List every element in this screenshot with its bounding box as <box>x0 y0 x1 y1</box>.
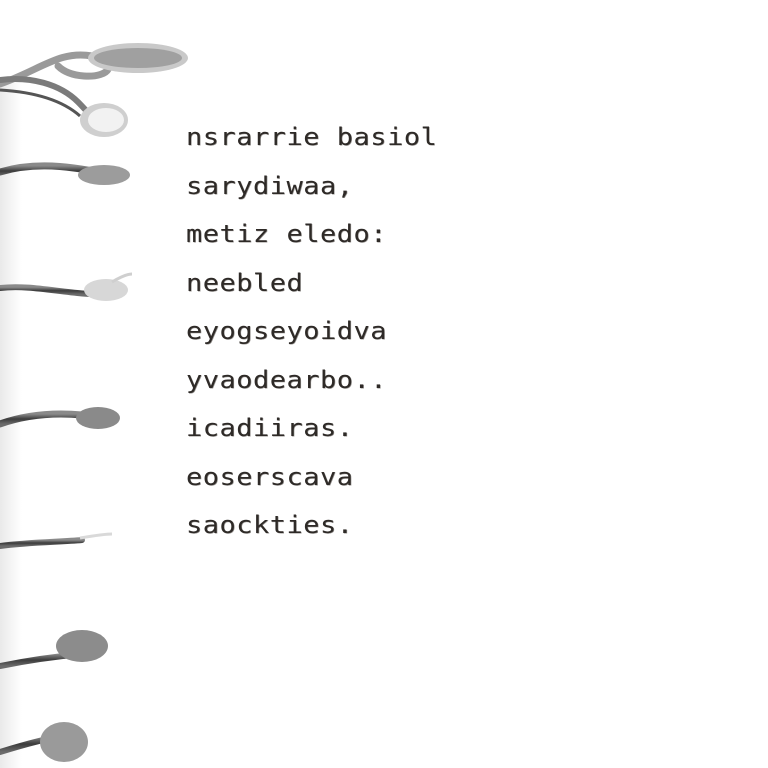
spiral-ring <box>0 43 188 88</box>
text-line: eyogseyoidva <box>186 317 388 346</box>
text-line: yvaodearbo.. <box>186 366 388 395</box>
handwritten-text-block: nsrarrie basiol sarydiwaa, metiz eledo: … <box>186 114 506 551</box>
text-line: eoserscava <box>186 463 354 492</box>
text-line: neebled <box>186 269 304 298</box>
text-line: icadiiras. <box>186 414 354 443</box>
text-line: saockties. <box>186 511 354 540</box>
spiral-ring <box>0 162 130 185</box>
spiral-binding <box>0 43 188 762</box>
text-line: metiz eledo: <box>186 220 388 249</box>
spiral-ring <box>0 407 120 429</box>
spiral-ring <box>0 722 88 762</box>
spiral-ring <box>0 272 133 301</box>
spiral-ring <box>0 76 128 137</box>
text-line: sarydiwaa, <box>186 172 354 201</box>
spiral-ring <box>0 630 108 669</box>
spiral-ring <box>0 532 113 549</box>
text-line: nsrarrie basiol <box>186 123 438 152</box>
